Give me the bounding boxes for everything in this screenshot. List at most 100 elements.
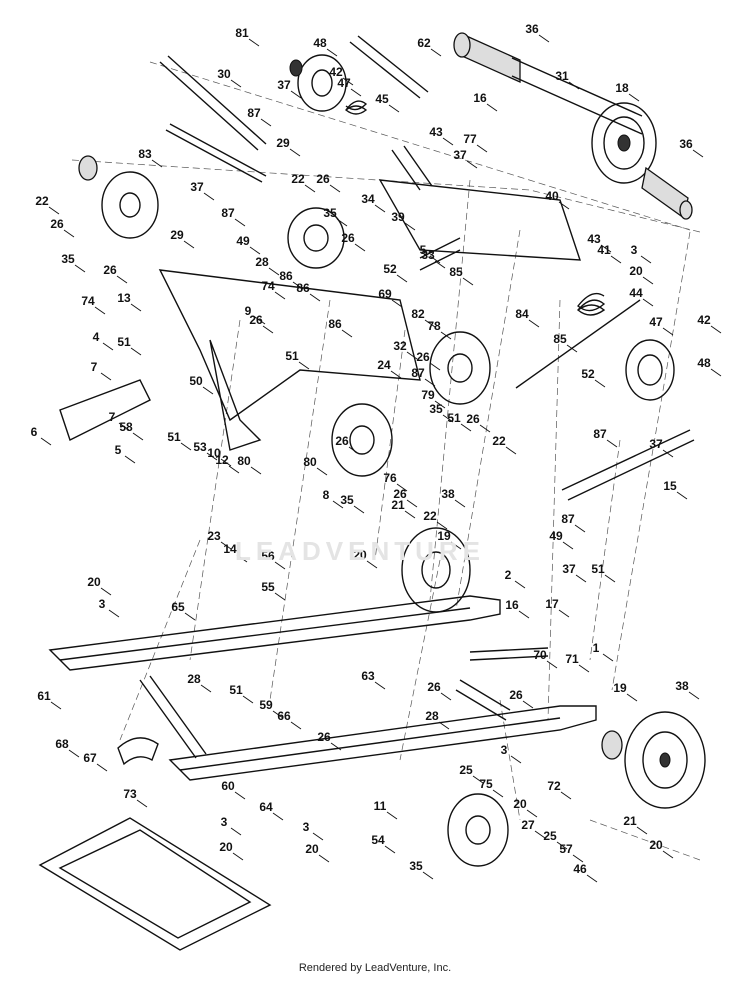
- part-callout-26: 26: [317, 730, 331, 744]
- callout-leader: [526, 809, 538, 818]
- part-callout-3: 3: [99, 597, 106, 611]
- part-callout-20: 20: [513, 797, 527, 811]
- callout-leader: [510, 755, 522, 764]
- part-callout-22: 22: [35, 194, 49, 208]
- part-callout-47: 47: [649, 315, 663, 329]
- callout-leader: [454, 499, 466, 508]
- part-callout-51: 51: [285, 349, 299, 363]
- callout-leader: [230, 827, 242, 836]
- part-callout-51: 51: [229, 683, 243, 697]
- callout-leader: [232, 852, 244, 861]
- part-callout-75: 75: [479, 777, 493, 791]
- part-callout-4: 4: [93, 330, 100, 344]
- part-callout-7: 7: [91, 360, 98, 374]
- part-callout-86: 86: [296, 281, 310, 295]
- part-callout-26: 26: [316, 172, 330, 186]
- part-callout-5: 5: [420, 243, 427, 257]
- part-callout-66: 66: [277, 709, 291, 723]
- part-callout-13: 13: [117, 291, 131, 305]
- part-callout-39: 39: [391, 210, 405, 224]
- part-callout-48: 48: [697, 356, 711, 370]
- part-callout-20: 20: [353, 548, 367, 562]
- callout-leader: [406, 499, 418, 508]
- part-callout-30: 30: [217, 67, 231, 81]
- part-callout-9: 9: [245, 304, 252, 318]
- callout-leader: [206, 452, 218, 461]
- callout-leader: [472, 775, 484, 784]
- callout-leader: [391, 299, 403, 308]
- part-callout-69: 69: [378, 287, 392, 301]
- part-callout-7: 7: [109, 410, 116, 424]
- part-callout-20: 20: [629, 264, 643, 278]
- callout-leader: [200, 684, 212, 693]
- callout-leader: [118, 422, 130, 431]
- callout-leader: [260, 118, 272, 127]
- callout-leader: [124, 455, 136, 464]
- part-callout-41: 41: [597, 243, 611, 257]
- part-callout-49: 49: [549, 529, 563, 543]
- callout-leader: [710, 325, 722, 334]
- callout-leader: [404, 222, 416, 231]
- callout-leader: [562, 541, 574, 550]
- part-callout-3: 3: [501, 743, 508, 757]
- part-callout-19: 19: [613, 681, 627, 695]
- part-callout-42: 42: [329, 65, 343, 79]
- callout-leader: [688, 691, 700, 700]
- callout-leader: [575, 574, 587, 583]
- callout-leader: [560, 791, 572, 800]
- part-callout-81: 81: [235, 26, 249, 40]
- callout-leader: [586, 874, 598, 883]
- callout-leader: [230, 79, 242, 88]
- callout-leader: [374, 204, 386, 213]
- part-callout-3: 3: [303, 820, 310, 834]
- callout-leader: [460, 423, 472, 432]
- part-callout-61: 61: [37, 689, 51, 703]
- part-callout-32: 32: [393, 339, 407, 353]
- callout-leader: [434, 400, 446, 409]
- part-callout-46: 46: [573, 862, 587, 876]
- track-clip-pad: [38, 817, 272, 951]
- part-callout-87: 87: [593, 427, 607, 441]
- callout-leader: [254, 316, 266, 325]
- part-callout-26: 26: [509, 688, 523, 702]
- part-callout-28: 28: [425, 709, 439, 723]
- idler-wheels: [78, 54, 706, 867]
- part-callout-35: 35: [323, 206, 337, 220]
- callout-leader: [250, 466, 262, 475]
- callout-leader: [341, 329, 353, 338]
- part-callout-87: 87: [247, 106, 261, 120]
- callout-leader: [366, 560, 378, 569]
- callout-leader: [429, 255, 441, 264]
- part-callout-15: 15: [663, 479, 677, 493]
- callout-leader: [572, 854, 584, 863]
- part-callout-57: 57: [559, 842, 573, 856]
- part-callout-51: 51: [117, 335, 131, 349]
- callout-leader: [136, 799, 148, 808]
- part-callout-37: 37: [453, 148, 467, 162]
- part-callout-34: 34: [361, 192, 375, 206]
- callout-leader: [546, 660, 558, 669]
- callout-leader: [642, 276, 654, 285]
- callout-leader: [180, 442, 192, 451]
- callout-leader: [434, 260, 446, 269]
- part-callout-26: 26: [50, 217, 64, 231]
- part-callout-79: 79: [421, 388, 435, 402]
- part-callout-78: 78: [427, 319, 441, 333]
- part-callout-16: 16: [505, 598, 519, 612]
- part-callout-62: 62: [417, 36, 431, 50]
- callout-leader: [438, 721, 450, 730]
- callout-leader: [462, 277, 474, 286]
- callout-leader: [422, 871, 434, 880]
- callout-leader: [203, 192, 215, 201]
- callout-leader: [100, 587, 112, 596]
- part-callout-20: 20: [649, 838, 663, 852]
- callout-leader: [692, 149, 704, 158]
- part-callout-3: 3: [221, 815, 228, 829]
- callout-leader: [272, 812, 284, 821]
- part-callout-26: 26: [427, 680, 441, 694]
- part-callout-80: 80: [237, 454, 251, 468]
- part-callout-18: 18: [615, 81, 629, 95]
- watermark: LEADVENTURE: [235, 536, 486, 566]
- callout-leader: [272, 710, 284, 719]
- part-callout-40: 40: [545, 189, 559, 203]
